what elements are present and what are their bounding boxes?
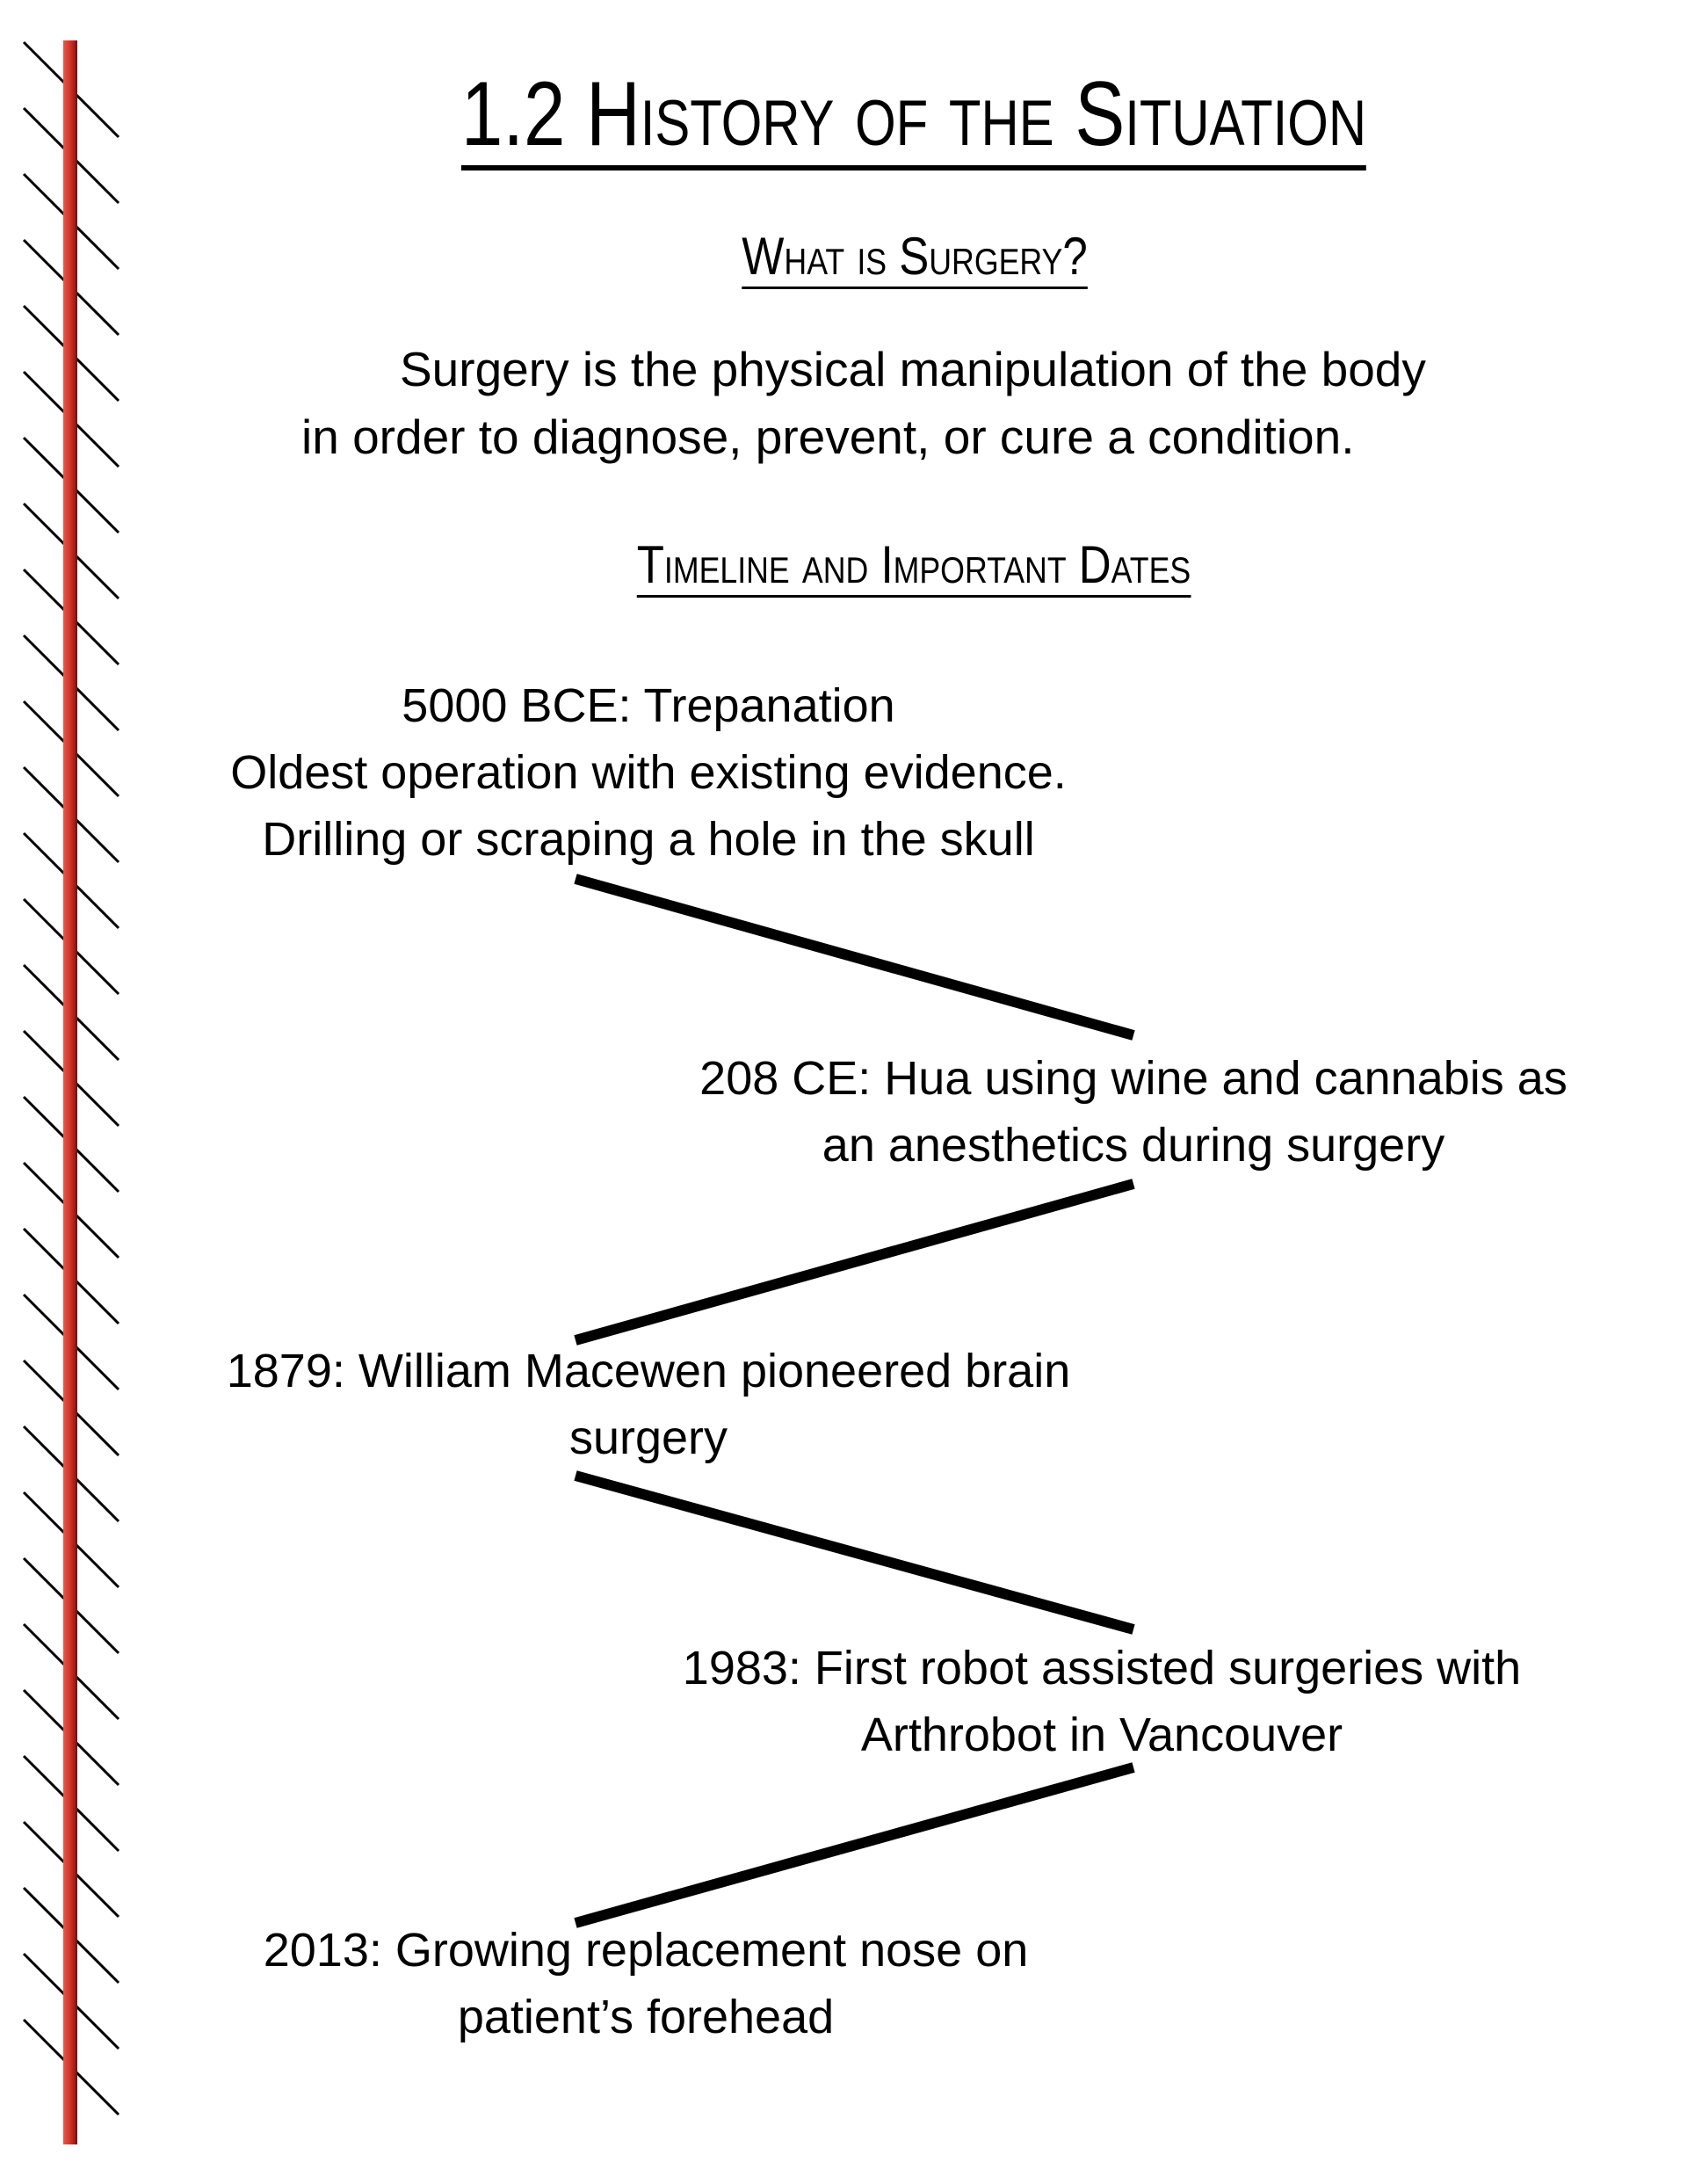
entry-line: 5000 BCE: Trepanation (402, 679, 895, 732)
section-heading-what-is-surgery: What is Surgery? (742, 230, 1088, 289)
connector-line (574, 1470, 1135, 1635)
entry-line: an anesthetics during surgery (822, 1119, 1445, 1172)
definition-line-1: Surgery is the physical manipulation of … (400, 342, 1426, 396)
entry-line: 1983: First robot assisted surgeries wit… (682, 1642, 1522, 1694)
timeline-entry-208ce: 208 CE: Hua using wine and cannabis as a… (699, 1045, 1568, 1179)
margin-red-bar (63, 40, 77, 2144)
timeline-entry-1983: 1983: First robot assisted surgeries wit… (683, 1635, 1521, 1768)
entry-line: surgery (568, 1411, 728, 1464)
entry-line: 2013: Growing replacement nose on (263, 1924, 1029, 1977)
page-title: 1.2 History of the Situation (460, 69, 1367, 171)
timeline-entry-5000bce: 5000 BCE: Trepanation Oldest operation w… (230, 672, 1067, 873)
entry-line: 1879: William Macewen pioneered brain (226, 1345, 1071, 1397)
entry-line: 208 CE: Hua using wine and cannabis as (699, 1052, 1568, 1105)
entry-line: patient’s forehead (457, 1991, 835, 2043)
entry-line: Oldest operation with existing evidence. (230, 746, 1067, 799)
entry-line: Drilling or scraping a hole in the skull (262, 813, 1035, 866)
entry-line: Arthrobot in Vancouver (860, 1709, 1343, 1761)
definition-line-2: in order to diagnose, prevent, or cure a… (301, 410, 1355, 464)
section-heading-timeline: Timeline and Important Dates (636, 539, 1191, 598)
connector-line (574, 874, 1135, 1041)
connector-line (574, 1179, 1135, 1346)
timeline-entry-1879: 1879: William Macewen pioneered brain su… (227, 1338, 1071, 1471)
connector-line (574, 1762, 1135, 1928)
timeline-entry-2013: 2013: Growing replacement nose on patien… (264, 1917, 1029, 2050)
